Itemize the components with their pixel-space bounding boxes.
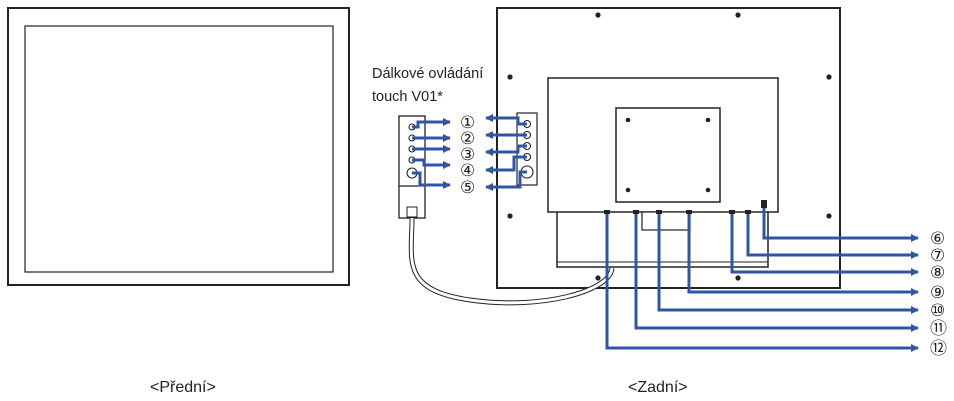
back-button-arrows [485,114,527,191]
callout-1: ① [460,113,475,132]
caption-back: <Zadní> [628,379,688,396]
callout-12: ⑫ [930,339,947,358]
remote-control [398,115,615,306]
callout-4: ④ [460,161,475,180]
remote-arrows [412,118,451,189]
port-arrows [605,208,919,352]
back-monitor [496,7,841,289]
callout-3: ③ [460,145,475,164]
callout-5: ⑤ [460,178,475,197]
callouts-1-5: ① ② ③ ④ ⑤ [460,113,475,197]
callout-8: ⑧ [930,263,945,282]
remote-title-line2: touch V01* [372,89,443,105]
caption-front: <Přední> [150,379,216,396]
screw-holes [507,12,832,281]
kensington-slot [761,200,767,208]
callout-7: ⑦ [930,246,945,265]
callout-9: ⑨ [930,283,945,302]
callout-11: ⑪ [930,319,947,338]
callout-6: ⑥ [930,229,945,248]
remote-title-line1: Dálkové ovládání [372,66,483,82]
callout-10: ⑩ [930,301,945,320]
callouts-6-12: ⑥ ⑦ ⑧ ⑨ ⑩ ⑪ ⑫ [930,229,947,358]
front-monitor [7,7,350,286]
vesa-plate [615,107,721,203]
callout-2: ② [460,129,475,148]
